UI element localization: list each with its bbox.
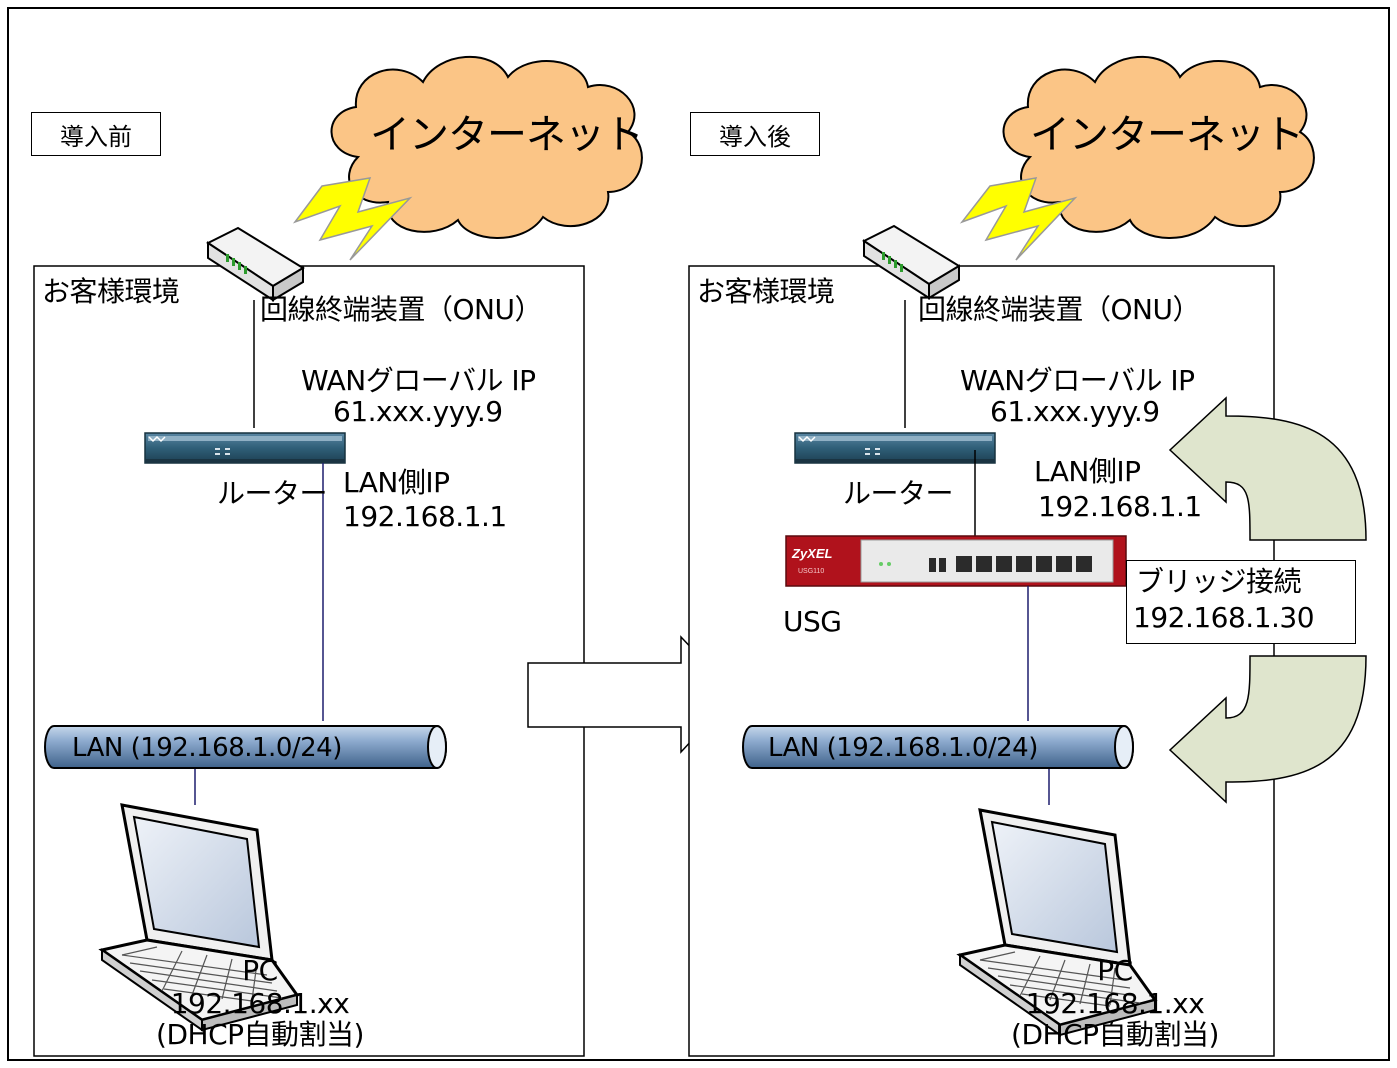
lan-label: LAN (192.168.1.0/24): [72, 733, 342, 763]
router-device: [794, 432, 996, 464]
lan-side-ip: 192.168.1.1: [343, 500, 507, 533]
usg-brand-text: ZyXEL: [791, 546, 833, 561]
bridge-box: [1126, 560, 1356, 644]
after-tag: 導入後: [690, 112, 820, 156]
wan-ip: 61.xxx.yyy.9: [990, 395, 1160, 428]
lan-side-ip: 192.168.1.1: [1038, 490, 1202, 523]
lightning-bolt: [959, 177, 1078, 261]
internet-cloud-label: インターネット: [1030, 112, 1304, 158]
pc-ip: 192.168.1.xx: [170, 987, 350, 1020]
lan-pipe: [742, 725, 1134, 769]
lan-label: LAN (192.168.1.0/24): [768, 733, 1038, 763]
pc-label: PC: [1097, 954, 1133, 987]
curved-arrow-top: [1168, 396, 1367, 541]
onu-label: 回線終端装置（ONU）: [260, 293, 542, 326]
internet-cloud-label: インターネット: [370, 112, 644, 158]
curved-arrow-bottom: [1168, 655, 1367, 804]
bridge-label: ブリッジ接続: [1136, 565, 1302, 598]
usg-label: USG: [783, 605, 842, 638]
usg-model-text: USG110: [798, 568, 824, 575]
before-tag: 導入前: [31, 112, 161, 156]
pc-label: PC: [242, 954, 278, 987]
lan-side-label: LAN側IP: [343, 466, 450, 499]
lan-side-label: LAN側IP: [1034, 455, 1141, 488]
router-device: [144, 432, 346, 464]
customer-area-label: お客様環境: [42, 275, 180, 308]
bridge-ip: 192.168.1.30: [1133, 601, 1315, 634]
router-label: ルーター: [217, 477, 328, 510]
router-label: ルーター: [843, 477, 954, 510]
pc-dhcp-note: (DHCP自動割当): [1011, 1018, 1219, 1051]
pc-dhcp-note: (DHCP自動割当): [156, 1018, 364, 1051]
lan-pipe: [44, 725, 447, 769]
onu-label: 回線終端装置（ONU）: [918, 293, 1200, 326]
pc-ip: 192.168.1.xx: [1025, 987, 1205, 1020]
wan-label: WANグローバル IP: [960, 364, 1195, 397]
wan-label: WANグローバル IP: [301, 364, 536, 397]
lightning-bolt: [292, 177, 413, 261]
usg-device: ZyXEL USG110: [785, 535, 1127, 587]
customer-area-label: お客様環境: [697, 275, 835, 308]
wan-ip: 61.xxx.yyy.9: [333, 395, 503, 428]
